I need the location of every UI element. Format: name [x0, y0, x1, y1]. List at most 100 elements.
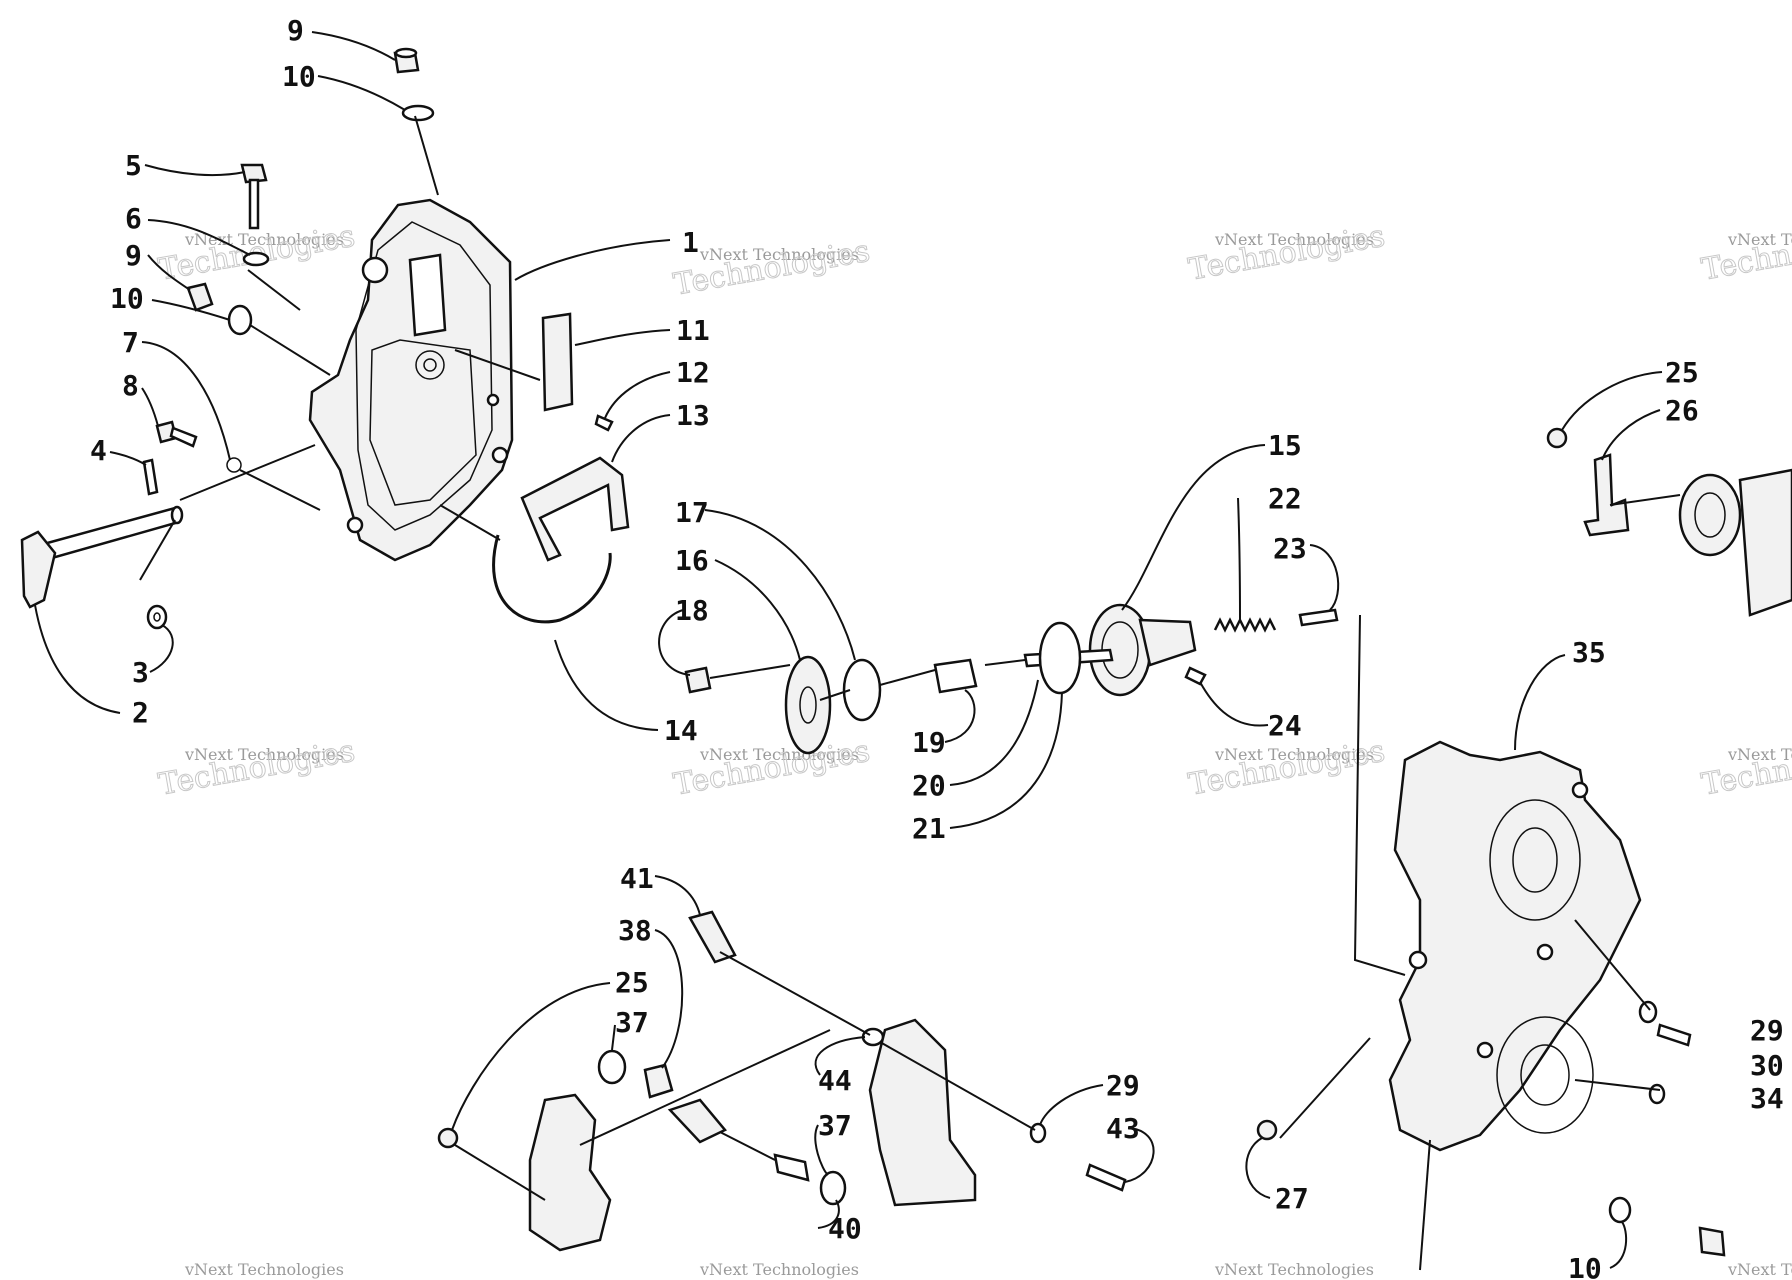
leader-12 [604, 371, 671, 419]
part-screw-24 [1184, 666, 1207, 686]
callout-35: 35 [1572, 636, 1606, 669]
leader-2 [34, 604, 121, 714]
part-washer-37-top [597, 1049, 627, 1085]
callout-38: 38 [618, 914, 652, 947]
watermark: vNext Technologies [184, 1260, 344, 1279]
watermark-text: vNext Technologies [699, 245, 859, 264]
part-washer-10-bottom [1608, 1196, 1632, 1224]
leader-29a [1039, 1084, 1104, 1126]
watermark-text: vNext Technologies [699, 1260, 859, 1279]
leader-9a [311, 31, 396, 61]
part-screw-12 [594, 414, 614, 432]
callout-37-bottom: 37 [818, 1109, 852, 1142]
part-washer-3-hole [153, 612, 161, 622]
callout-24: 24 [1268, 709, 1302, 742]
part-bracket-26 [1583, 453, 1630, 537]
callout-16: 16 [675, 544, 709, 577]
leader-26 [1601, 409, 1661, 461]
callout-17: 17 [675, 496, 709, 529]
watermark-text: vNext Technologies [1214, 230, 1374, 249]
part-nut-25-bottom [437, 1127, 459, 1149]
callout-29-bottom: 29 [1106, 1069, 1140, 1102]
leader-lines [34, 31, 1681, 1271]
part-bolt-bottom-right [1698, 1226, 1726, 1257]
watermark-text: vNext Technologies [184, 1260, 344, 1279]
leader-11 [574, 329, 671, 346]
leader-19 [944, 689, 976, 743]
part-spring-22 [1213, 617, 1277, 633]
callout-18: 18 [675, 594, 709, 627]
callout-37-top: 37 [615, 1006, 649, 1039]
leader-6 [147, 219, 251, 256]
watermark: vNext Technologies Technologies [670, 733, 873, 803]
part-mount-bracket [528, 1093, 612, 1252]
callout-1: 1 [682, 226, 699, 259]
callout-22: 22 [1268, 482, 1302, 515]
watermark: vNext Technologies Technologies [1185, 218, 1388, 288]
part-washer-29-bottom [1029, 1122, 1047, 1144]
callout-4: 4 [90, 434, 107, 467]
part-bolt-30 [1656, 1023, 1692, 1047]
leader-13 [611, 414, 671, 463]
part-nut-27 [1256, 1119, 1278, 1141]
callout-25-bottom: 25 [615, 966, 649, 999]
callout-10-left: 10 [110, 282, 144, 315]
watermark-text: vNext Technologies [1727, 745, 1792, 764]
leader-16 [714, 559, 801, 661]
part-bolt-8 [155, 420, 198, 448]
callout-11: 11 [676, 314, 710, 347]
part-bolt-18 [684, 666, 712, 694]
watermark-text: vNext Technologies [1214, 1260, 1374, 1279]
part-washer-10-left [227, 304, 253, 336]
part-washer-10-top [401, 104, 435, 122]
leader-37b [814, 1124, 829, 1176]
part-plug-9-top [393, 47, 420, 74]
part-pin-40 [773, 1153, 810, 1182]
leader-44 [814, 1036, 866, 1076]
part-snap-ring-21 [1038, 621, 1082, 695]
part-pulley-16-hub [799, 686, 817, 724]
callout-7: 7 [122, 326, 139, 359]
watermark: vNext Technologies Technologies [670, 233, 873, 303]
leader-25a [1561, 371, 1663, 431]
leader-41 [654, 875, 701, 916]
callout-21: 21 [912, 812, 946, 845]
part-lock-washer [226, 457, 242, 473]
leader-15 [1121, 444, 1266, 611]
part-gasket-plate [541, 312, 574, 412]
watermark: vNext Technologies [1214, 1260, 1374, 1279]
watermark-text: vNext Technologies [1214, 745, 1374, 764]
callout-6: 6 [125, 202, 142, 235]
parts-group [20, 47, 1792, 1257]
watermark-text: vNext Technologies [184, 230, 344, 249]
part-washer-34 [1648, 1083, 1666, 1105]
leader-3 [149, 624, 174, 673]
part-bolt-43 [1085, 1163, 1127, 1192]
watermark: vNext Technologies Technologies [1698, 218, 1792, 288]
part-spacer-17 [842, 658, 882, 722]
callout-34: 34 [1750, 1082, 1784, 1115]
part-washer-3 [146, 604, 168, 630]
callout-19: 19 [912, 726, 946, 759]
callout-3: 3 [132, 656, 149, 689]
part-housing-15 [1088, 603, 1197, 697]
leader-38 [654, 929, 684, 1069]
callout-10-top: 10 [282, 60, 316, 93]
callout-20: 20 [912, 769, 946, 802]
part-bushing-19 [933, 658, 978, 694]
callout-14: 14 [664, 714, 698, 747]
callout-labels: 9 10 5 6 9 10 7 8 4 1 11 12 13 3 2 14 17… [90, 14, 1784, 1280]
callout-25-top: 25 [1665, 356, 1699, 389]
callout-40: 40 [828, 1212, 862, 1245]
callout-43: 43 [1106, 1112, 1140, 1145]
leader-10a [317, 75, 406, 111]
part-chaincase-35 [1388, 740, 1642, 1152]
callout-44: 44 [818, 1064, 852, 1097]
leader-27 [1245, 1137, 1271, 1199]
part-center-bracket [868, 1018, 977, 1207]
callout-30: 30 [1750, 1049, 1784, 1082]
leader-8 [141, 387, 159, 427]
leader-17 [704, 509, 856, 661]
part-bracket-13 [520, 456, 630, 562]
